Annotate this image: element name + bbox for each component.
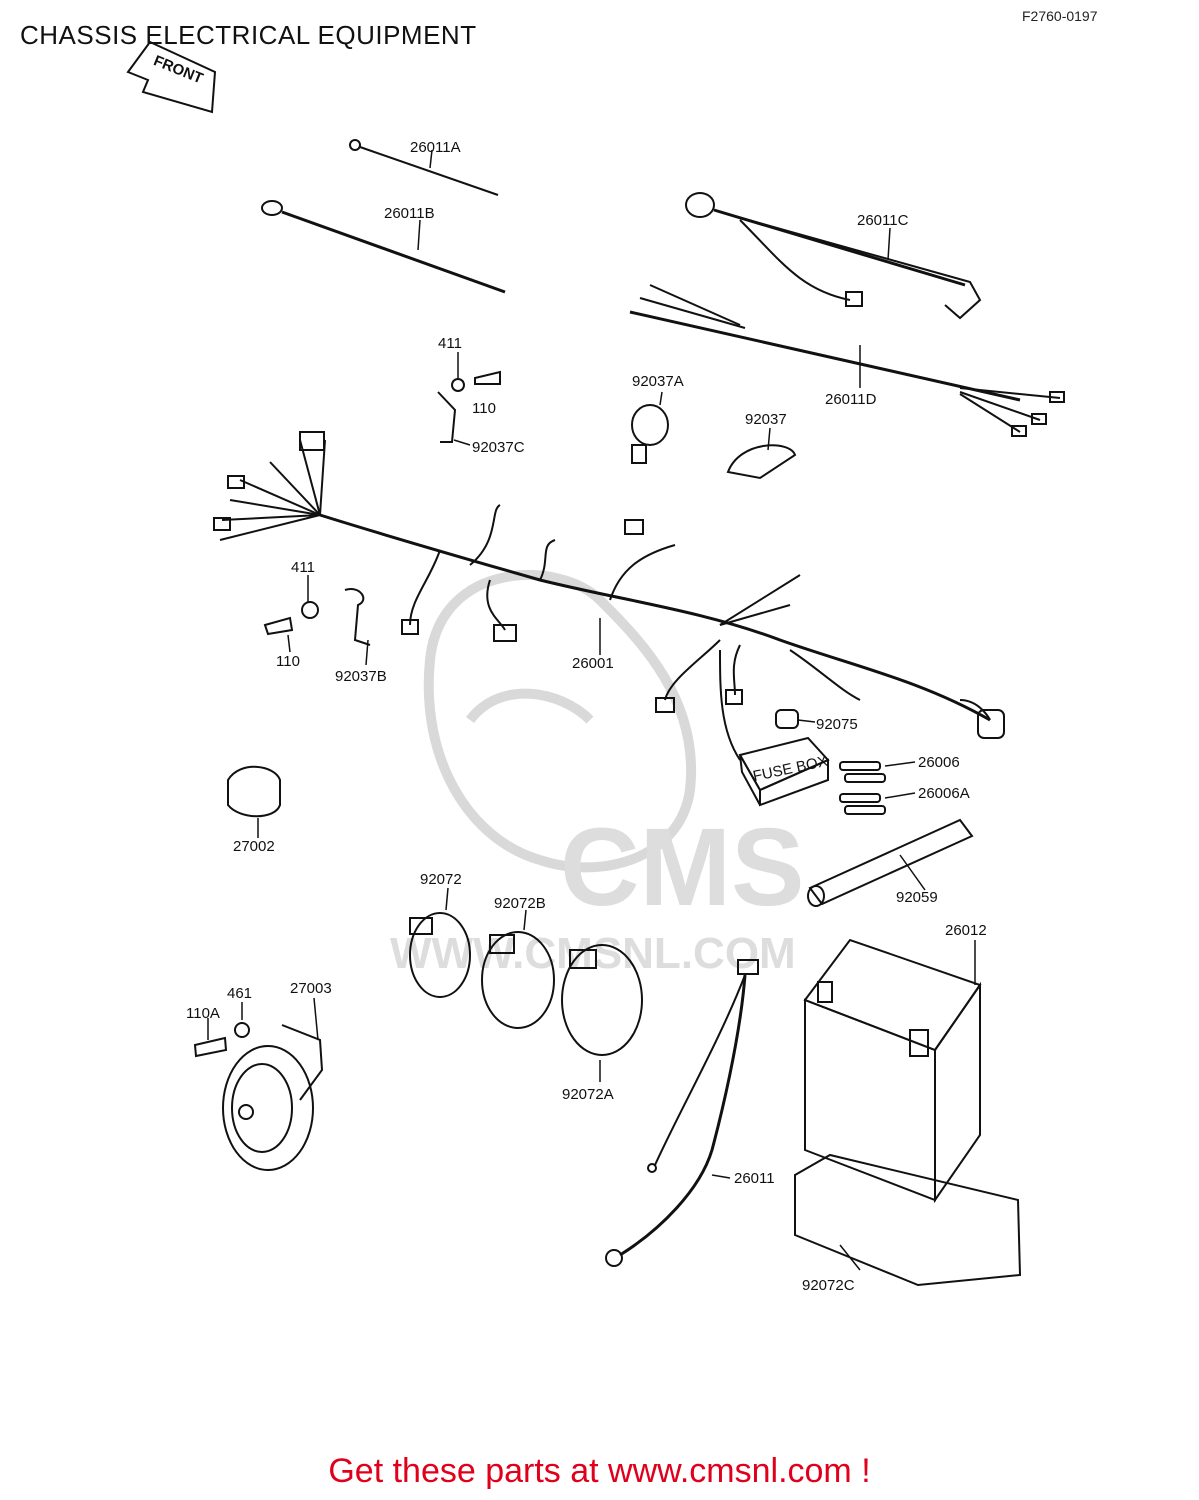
label-92037b: 92037B (335, 668, 387, 685)
battery-26012 (803, 938, 982, 1204)
label-110a: 110A (186, 1005, 220, 1022)
label-26011a: 26011A (410, 139, 461, 156)
watermark-url: WWW.CMSNL.COM (390, 929, 796, 978)
horn-27003 (193, 997, 324, 1171)
callout-labels: 26011A 26011B 26011C 26011D 411 110 9203… (186, 139, 987, 1294)
main-harness-26001 (213, 431, 1005, 761)
bracket-92037b (263, 575, 371, 666)
front-arrow-label: FRONT (151, 52, 205, 87)
watermark: CMS WWW.CMSNL.COM (390, 570, 804, 978)
case-92072c (794, 1153, 1022, 1287)
cable-26011c (685, 192, 982, 320)
label-27002: 27002 (233, 838, 275, 855)
label-26011b: 26011B (384, 205, 435, 222)
label-26011c: 26011C (857, 212, 909, 229)
label-110-lower: 110 (276, 653, 300, 670)
strap-92072a (561, 944, 643, 1082)
lead-26011b (261, 200, 506, 294)
lead-26011 (605, 959, 759, 1267)
label-26001: 26001 (572, 655, 614, 672)
bracket-92037c (437, 352, 501, 446)
label-110-upper: 110 (472, 400, 496, 417)
label-92072a: 92072A (562, 1086, 614, 1103)
label-26006: 26006 (918, 754, 960, 771)
label-92059: 92059 (896, 889, 938, 906)
fuse-box-label: FUSE BOX (751, 753, 829, 785)
label-92075: 92075 (816, 716, 858, 733)
harness-26011d (629, 284, 1065, 437)
label-92037c: 92037C (472, 439, 525, 456)
clip-92037 (726, 427, 797, 480)
drawing-code: F2760-0197 (1022, 8, 1098, 24)
front-arrow: FRONT (126, 40, 217, 114)
label-26012: 26012 (945, 922, 987, 939)
cta-banner[interactable]: Get these parts at www.cmsnl.com ! (328, 1452, 871, 1490)
fuses-26006 (839, 761, 916, 815)
label-92072c: 92072C (802, 1277, 855, 1294)
relay-27002 (227, 765, 281, 838)
label-92072b: 92072B (494, 895, 546, 912)
part-92075 (775, 709, 816, 729)
strap-92072b (481, 909, 555, 1029)
page-title: CHASSIS ELECTRICAL EQUIPMENT (20, 20, 477, 50)
label-92037a: 92037A (632, 373, 684, 390)
tube-92059 (807, 818, 974, 907)
label-92037: 92037 (745, 411, 787, 428)
clamp-92037a (631, 391, 669, 464)
label-26011d: 26011D (825, 391, 877, 408)
label-27003: 27003 (290, 980, 332, 997)
lead-26011a (349, 139, 499, 196)
label-411-lower: 411 (291, 559, 315, 576)
label-26011: 26011 (734, 1170, 775, 1187)
label-411-upper: 411 (438, 335, 462, 352)
strap-92072 (409, 887, 471, 998)
label-92072: 92072 (420, 871, 462, 888)
fuse-box: FUSE BOX (738, 736, 830, 807)
watermark-logo: CMS (560, 806, 804, 929)
label-461: 461 (227, 985, 252, 1002)
label-26006a: 26006A (918, 785, 970, 802)
